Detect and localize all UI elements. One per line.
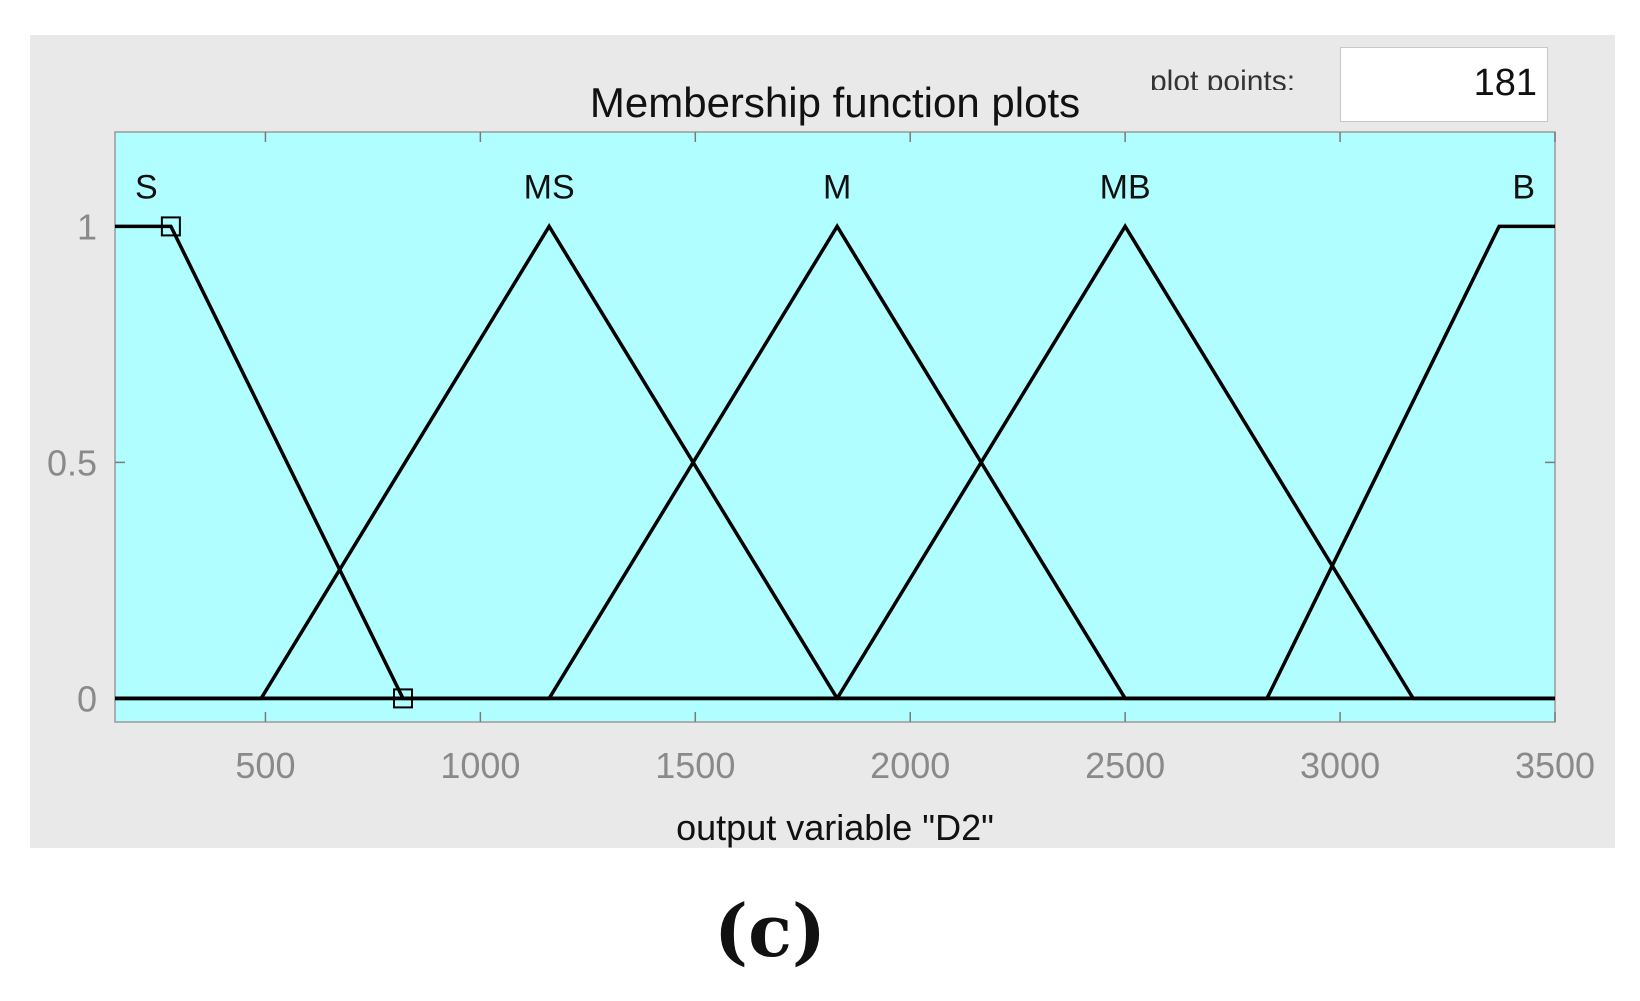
x-tick-label: 2500 bbox=[1085, 745, 1165, 786]
y-tick-label: 0 bbox=[77, 678, 97, 719]
x-tick-label: 2000 bbox=[870, 745, 950, 786]
series-label-ms: MS bbox=[524, 168, 575, 206]
x-tick-label: 1000 bbox=[440, 745, 520, 786]
x-tick-label: 1500 bbox=[655, 745, 735, 786]
series-label-m: M bbox=[823, 168, 851, 206]
chart-title: Membership function plots bbox=[590, 79, 1080, 126]
plot-area bbox=[114, 131, 1556, 723]
series-line-b[interactable] bbox=[115, 224, 1555, 701]
series-labels: S MS M MB B bbox=[135, 168, 1535, 206]
plot-points-input[interactable]: 181 bbox=[1340, 47, 1548, 122]
point-marker[interactable] bbox=[393, 688, 413, 709]
series-label-s: S bbox=[135, 168, 158, 206]
point-marker[interactable] bbox=[160, 216, 181, 237]
plot-points-label: plot points: bbox=[1150, 65, 1296, 90]
x-axis-label: output variable "D2" bbox=[676, 807, 994, 848]
x-tick-label: 3500 bbox=[1515, 745, 1595, 786]
y-tick-label: 1 bbox=[77, 206, 97, 247]
figure-caption: (c) bbox=[714, 888, 826, 973]
series-label-b: B bbox=[1512, 168, 1535, 206]
series-label-mb: MB bbox=[1100, 168, 1151, 206]
axis-ticks: 500 1000 1500 2000 2500 3000 3500 0 0.5 1 bbox=[47, 132, 1595, 786]
x-tick-label: 500 bbox=[235, 745, 295, 786]
point-markers bbox=[160, 216, 413, 709]
y-tick-label: 0.5 bbox=[47, 442, 97, 483]
series-lines bbox=[115, 223, 1555, 701]
x-tick-label: 3000 bbox=[1300, 745, 1380, 786]
